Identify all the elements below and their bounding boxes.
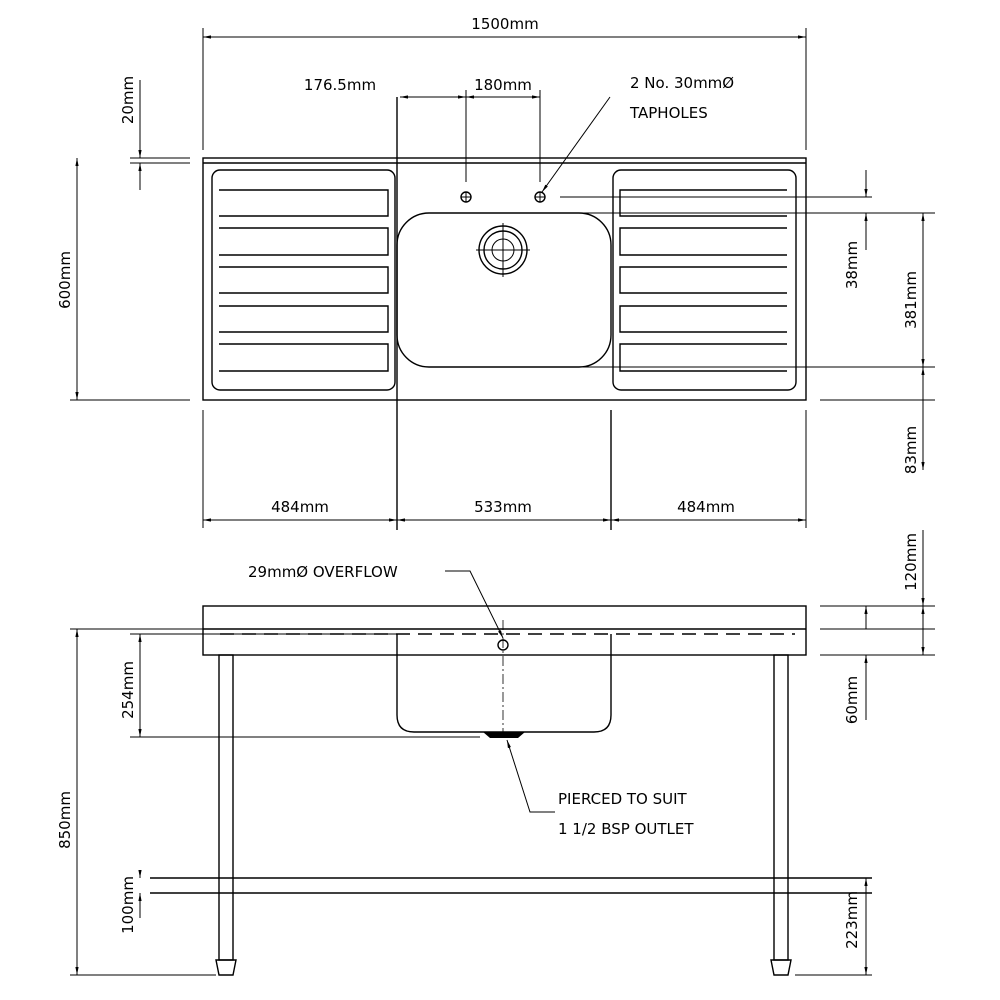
upstand-label: 20mm: [119, 76, 137, 124]
bowl-front: [396, 634, 612, 733]
bowl-front-label: 83mm: [902, 426, 920, 474]
bowl-depth-label: 381mm: [902, 271, 920, 329]
taphole-note: 2 No. 30mmØ: [630, 74, 734, 92]
tap-spacing-label: 180mm: [474, 76, 532, 94]
overflow-note: 29mmØ OVERFLOW: [248, 563, 398, 581]
plan-dimensions: 1500mm 176.5mm 180mm 2 No. 30mmØ TAPHOLE…: [56, 15, 935, 528]
overall-height-label: 850mm: [56, 791, 74, 849]
outlet-leader: [506, 739, 555, 813]
taphole-icon: [460, 191, 472, 203]
right-drainer-grooves: [619, 189, 787, 372]
tap-offset-label: 176.5mm: [304, 76, 376, 94]
overflow-icon: [497, 639, 509, 651]
front-view: [150, 605, 872, 976]
overall-width-label: 1500mm: [471, 15, 538, 33]
top-to-overflow-label: 120mm: [902, 533, 920, 591]
tap-to-bowl-label: 38mm: [843, 241, 861, 289]
drainer-left-label: 484mm: [271, 498, 329, 516]
sink-top-outline: [202, 157, 807, 401]
bowl-height-label: 254mm: [119, 661, 137, 719]
depth-label: 600mm: [56, 251, 74, 309]
foot: [215, 959, 237, 976]
leg: [218, 654, 234, 961]
plan-view: [202, 97, 807, 530]
shelf-height-label: 223mm: [843, 891, 861, 949]
front-dimensions: 29mmØ OVERFLOW 120mm 60mm 254mm 850mm PI…: [56, 530, 935, 976]
outlet-note: 1 1/2 BSP OUTLET: [558, 820, 694, 838]
leg: [773, 654, 789, 961]
shelf-thickness-label: 100mm: [119, 876, 137, 934]
taphole-note: TAPHOLES: [629, 104, 708, 122]
overflow-leader: [445, 570, 504, 639]
bowl: [396, 212, 612, 368]
left-drainer: [211, 169, 396, 391]
sink-top-front: [202, 605, 807, 656]
foot: [770, 959, 792, 976]
frame-height-label: 60mm: [843, 676, 861, 724]
left-drainer-grooves: [219, 189, 389, 372]
taphole-icon: [534, 191, 546, 203]
outlet-icon: [483, 732, 525, 738]
right-drainer: [612, 169, 797, 391]
taphole-leader: [541, 96, 611, 193]
drainer-right-label: 484mm: [677, 498, 735, 516]
waste-icon: [476, 223, 530, 277]
outlet-note: PIERCED TO SUIT: [558, 790, 688, 808]
bowl-width-label: 533mm: [474, 498, 532, 516]
